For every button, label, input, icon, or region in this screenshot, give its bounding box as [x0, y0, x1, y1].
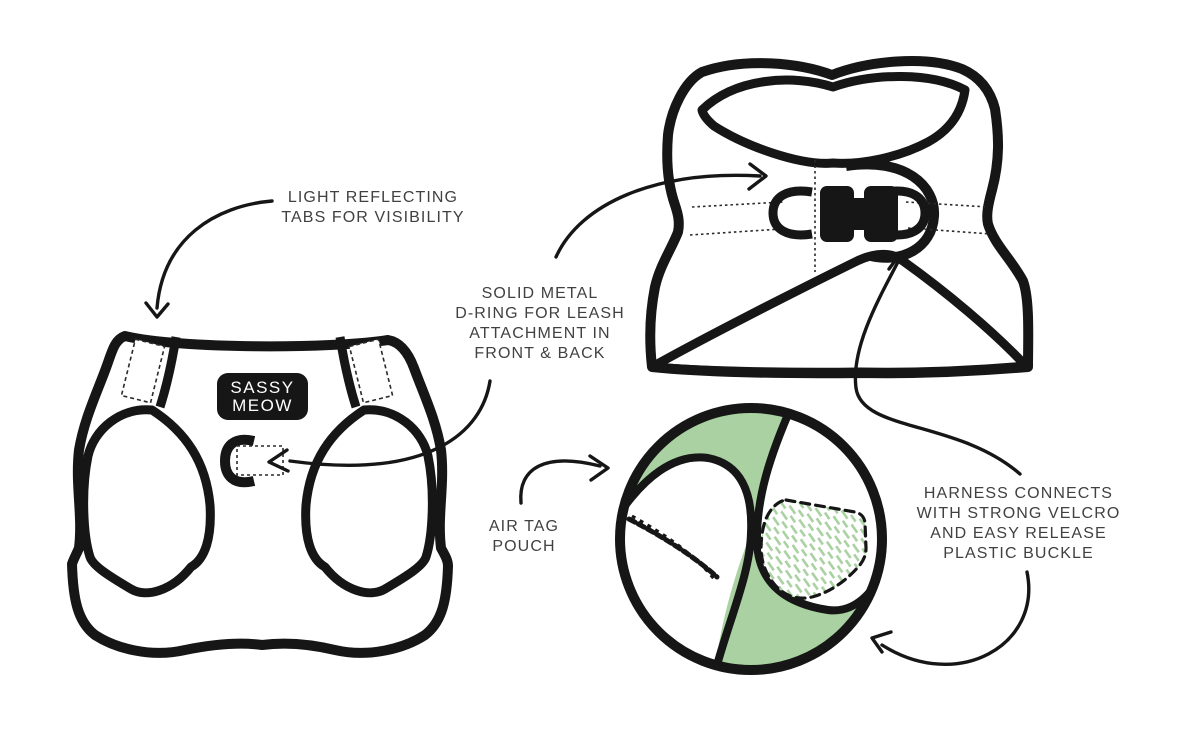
- velcro-patch: [759, 498, 868, 600]
- reflective-tab-right: [348, 338, 394, 404]
- detail-circle-rim: [615, 403, 887, 675]
- stitch-guide-right-upper: [905, 201, 989, 208]
- back-d-ring-left-icon: [768, 186, 813, 240]
- detail-circle-view: [615, 403, 887, 675]
- front-right-mesh-panel: [301, 405, 437, 598]
- annotation-arrows: [144, 162, 1031, 666]
- back-d-ring-right-icon: [885, 186, 930, 240]
- annotation-air-tag: AIR TAG POUCH: [488, 518, 560, 555]
- air-tag-pouch-outline: [236, 445, 284, 476]
- stitch-guide-left-upper: [691, 201, 784, 208]
- front-right-strap-edge: [335, 336, 361, 409]
- arrow-dring-to-front-icon: [267, 379, 492, 473]
- back-bottom-mesh-panel: [647, 249, 1031, 377]
- back-view-harness: [645, 56, 1034, 379]
- brand-label: SASSY MEOW: [217, 373, 308, 420]
- front-view-harness: [67, 331, 453, 658]
- stitch-seam-line: [626, 516, 720, 580]
- annotation-light-reflecting: LIGHT REFLECTING TABS FOR VISIBILITY: [281, 189, 465, 226]
- annotation-d-ring: SOLID METAL D-RING FOR LEASH ATTACHMENT …: [455, 285, 625, 362]
- stitch-guide-left-lower: [689, 228, 782, 236]
- arrow-dring-to-back-icon: [554, 162, 768, 259]
- arrow-airtag-icon: [519, 454, 610, 505]
- arrow-velcro-to-buckle-icon: [853, 252, 1022, 476]
- buckle-icon: [820, 186, 898, 242]
- annotation-velcro-buckle: HARNESS CONNECTS WITH STRONG VELCRO AND …: [916, 485, 1121, 562]
- arrow-light-reflecting-icon: [144, 199, 274, 319]
- front-left-mesh-panel: [79, 405, 215, 598]
- stitch-seam-line-inner: [631, 514, 716, 580]
- arrow-velcro-to-circle-icon: [870, 570, 1031, 666]
- reflective-tab-left: [120, 338, 166, 404]
- back-top-mesh-band: [697, 72, 970, 168]
- front-left-strap-edge: [155, 336, 181, 409]
- d-ring-icon: [219, 434, 256, 488]
- pocket-flap-outline: [620, 453, 756, 670]
